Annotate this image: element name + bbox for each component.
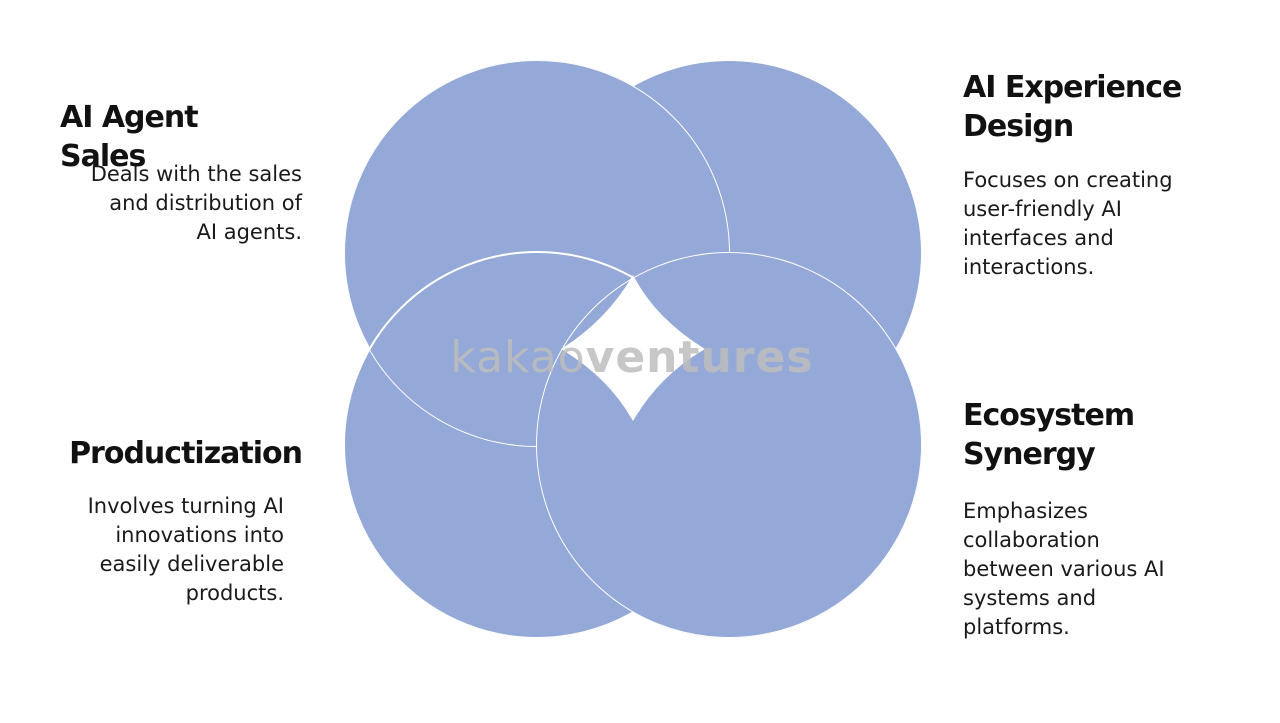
heading-line: AI Experience — [963, 70, 1182, 105]
desc-line: innovations into — [115, 523, 284, 547]
desc-line: interfaces and — [963, 226, 1114, 250]
desc-line: platforms. — [963, 615, 1070, 639]
desc-line: easily deliverable — [99, 552, 284, 576]
desc-line: and distribution of — [109, 191, 302, 215]
heading-ai-experience-design: AI Experience Design — [963, 68, 1243, 146]
desc-line: collaboration — [963, 528, 1100, 552]
watermark: kakaoventures — [450, 332, 813, 383]
desc-productization: Involves turning AI innovations into eas… — [30, 492, 284, 608]
watermark-kakao: kakao — [450, 332, 585, 383]
desc-line: interactions. — [963, 255, 1095, 279]
heading-ecosystem-synergy: Ecosystem Synergy — [963, 396, 1243, 474]
center-gap — [561, 274, 705, 421]
circle-bottom-right-overlap — [536, 252, 922, 638]
desc-line: Deals with the sales — [90, 162, 302, 186]
desc-line: systems and — [963, 586, 1097, 610]
desc-line: products. — [185, 581, 284, 605]
desc-line: Emphasizes — [963, 499, 1088, 523]
heading-line: Design — [963, 109, 1074, 144]
desc-line: Focuses on creating — [963, 168, 1173, 192]
desc-ai-experience-design: Focuses on creating user-friendly AI int… — [963, 166, 1223, 282]
desc-line: Involves turning AI — [87, 494, 284, 518]
heading-ai-agent-sales: AI Agent Sales — [60, 100, 199, 174]
heading-line: Ecosystem — [963, 398, 1135, 433]
desc-ai-agent-sales: Deals with the sales and distribution of… — [40, 160, 302, 247]
desc-line: AI agents. — [196, 220, 302, 244]
desc-line: user-friendly AI — [963, 197, 1122, 221]
desc-ecosystem-synergy: Emphasizes collaboration between various… — [963, 497, 1223, 642]
heading-productization: Productization — [69, 436, 303, 471]
watermark-ventures: ventures — [586, 332, 814, 383]
desc-line: between various AI — [963, 557, 1165, 581]
heading-line: Synergy — [963, 437, 1096, 472]
